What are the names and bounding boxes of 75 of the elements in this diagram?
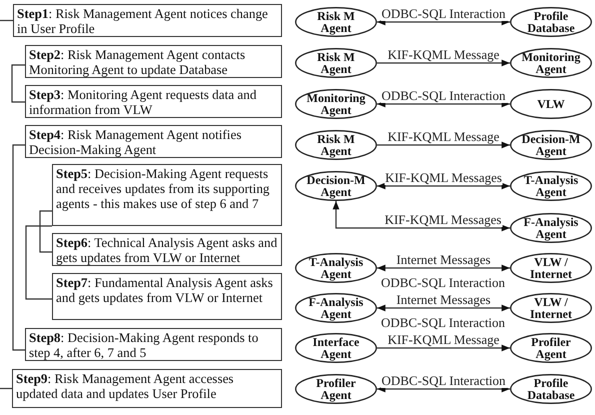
agent-name: Monitoring Agent <box>520 50 582 76</box>
agent-name: VLW / Internet <box>529 256 573 280</box>
edge-label: ODBC-SQL Interaction <box>380 89 507 103</box>
agent-name: T-Analysis Agent <box>308 256 364 280</box>
arrow <box>377 100 510 108</box>
edge-label: ODBC-SQL Interaction <box>380 7 507 21</box>
agent-ellipse <box>295 333 377 363</box>
edge-label: KIF-KQML Message <box>386 130 500 144</box>
step-box: Step2: Risk Management Agent contacts Monitoring Agent to update Database <box>25 45 282 78</box>
agent-ellipse <box>295 130 377 160</box>
edge-label: KIF-KQML Message <box>386 48 500 62</box>
agent-ellipse <box>510 89 592 119</box>
step-box: Step6: Technical Analysis Agent asks and gets updates from VLW or Internet <box>52 233 282 266</box>
agent-name: Risk M Agent <box>316 132 356 158</box>
agent-ellipse <box>295 48 377 78</box>
step-box: Step4: Risk Management Agent notifies Decision-Making Agent <box>25 125 282 158</box>
arrow <box>377 304 510 312</box>
agent-name: Profile Database <box>526 10 576 34</box>
agent-ellipse <box>295 89 377 119</box>
edge-label: Internet Messages <box>395 293 492 307</box>
connector-line <box>11 64 25 103</box>
connector-line <box>12 144 25 351</box>
arrow <box>377 344 510 352</box>
agent-ellipse <box>510 7 592 37</box>
arrow <box>377 386 510 392</box>
agent-name: VLW / Internet <box>529 296 573 320</box>
step-box: Step1: Risk Management Agent notices change in User Profile <box>13 4 282 37</box>
agent-name: Risk M Agent <box>316 10 356 34</box>
agent-ellipse <box>295 374 377 404</box>
agent-ellipse <box>510 48 592 78</box>
agent-ellipse <box>295 171 377 201</box>
agent-ellipse <box>510 130 592 160</box>
agent-name: Decision-M Agent <box>520 132 582 158</box>
agent-name: F-Analysis Agent <box>308 296 364 320</box>
agent-ellipse <box>510 213 592 243</box>
edge-label: KIF-KQML Message <box>386 333 500 347</box>
connector-line <box>0 388 12 390</box>
agent-ellipse <box>510 293 592 323</box>
arrow <box>377 60 510 66</box>
agent-name: Profiler Agent <box>530 336 572 360</box>
agent-name: F-Analysis Agent <box>522 216 580 240</box>
edge-label: KIF-KQML Messages <box>384 213 502 227</box>
agent-name: Profiler Agent <box>315 376 357 402</box>
connector-line <box>0 20 13 22</box>
step-box: Step5: Decision-Making Agent requests and receives updates from its supporting agents - this makes use of step 6 and 7 <box>52 164 282 226</box>
step-box: Step9: Risk Management Agent accesses updated data and updates User Profile <box>12 369 282 408</box>
connector-line <box>25 225 52 300</box>
agent-ellipse <box>295 253 377 283</box>
agent-ellipse <box>510 374 592 404</box>
agent-name: Profile Database <box>526 376 576 402</box>
arrow <box>377 18 510 26</box>
arrow <box>377 264 510 272</box>
edge-label: Internet Messages <box>395 253 492 267</box>
step-box: Step3: Monitoring Agent requests data and information from VLW <box>25 85 282 118</box>
step-box: Step8: Decision-Making Agent responds to step 4, after 6, 7 and 5 <box>25 328 282 361</box>
arrow <box>377 142 510 148</box>
protocol-note: ODBC-SQL Interaction <box>380 316 506 330</box>
edge-label: ODBC-SQL Interaction <box>380 374 507 388</box>
agent-name: Interface Agent <box>312 336 360 360</box>
agent-name: T-Analysis Agent <box>522 174 580 198</box>
agent-ellipse <box>510 253 592 283</box>
agent-ellipse <box>295 7 377 37</box>
connector-line <box>39 210 52 253</box>
agent-name: VLW <box>536 98 566 110</box>
arrow <box>377 182 510 190</box>
agent-ellipse <box>510 171 592 201</box>
edge-label: KIF-KQML Messages <box>384 171 503 185</box>
arrow <box>332 201 510 232</box>
agent-ellipse <box>295 293 377 323</box>
agent-name: Decision-M Agent <box>306 174 366 198</box>
agent-name: Risk M Agent <box>316 50 356 76</box>
protocol-note: ODBC-SQL Interaction <box>380 276 506 290</box>
step-box: Step7: Fundamental Analysis Agent asks and gets updates from VLW or Internet <box>52 273 282 320</box>
agent-ellipse <box>510 333 592 363</box>
agent-name: Monitoring Agent <box>306 92 366 116</box>
